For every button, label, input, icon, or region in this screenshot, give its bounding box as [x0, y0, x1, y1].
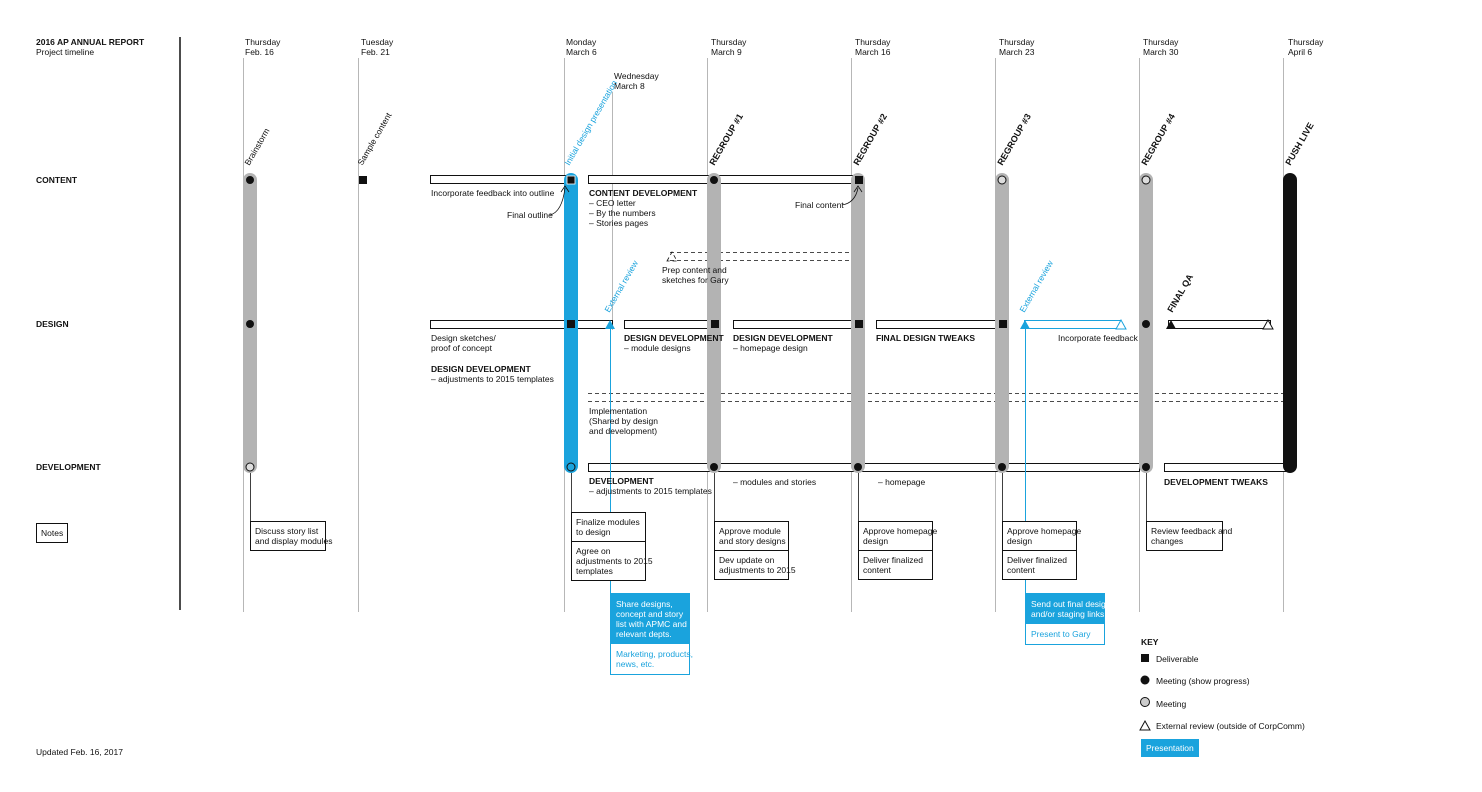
- row-label-content: CONTENT: [36, 175, 78, 185]
- incorporate-feedback-bar: [1024, 320, 1121, 329]
- note-box: Review feedback and changes: [1146, 521, 1232, 551]
- note-box: Discuss story list and display modules: [250, 521, 333, 551]
- report-title: 2016 AP ANNUAL REPORT: [36, 37, 145, 47]
- row-label-development: DEVELOPMENT: [36, 462, 101, 472]
- note-connectors: [250, 473, 1147, 521]
- presentation-box: Share designs, concept and story list wi…: [610, 593, 693, 675]
- key-meeting-progress: Meeting (show progress): [1156, 676, 1250, 686]
- development-tweaks: DEVELOPMENT TWEAKS: [1164, 477, 1268, 487]
- design-development-modules: DESIGN DEVELOPMENT– module designs: [624, 333, 724, 353]
- push-live-bar: [1283, 173, 1297, 473]
- implementation-dashed-bar: [588, 393, 1284, 402]
- content-development-block: CONTENT DEVELOPMENT – CEO letter – By th…: [589, 188, 698, 228]
- prep-content-dashed-bar: [666, 251, 851, 262]
- key-title: KEY: [1141, 637, 1159, 647]
- notes-label-box: Notes: [36, 523, 69, 543]
- incorporate-feedback-label: Incorporate feedback: [1058, 333, 1138, 343]
- key-meeting: Meeting: [1156, 699, 1187, 709]
- development-templates: DEVELOPMENT– adjustments to 2015 templat…: [589, 476, 712, 496]
- development-row-bars: [588, 463, 1289, 472]
- final-outline-label: Final outline: [507, 210, 553, 220]
- content-markers: [246, 175, 1151, 185]
- incorporate-feedback-outline: Incorporate feedback into outline: [431, 188, 555, 198]
- final-design-tweaks: FINAL DESIGN TWEAKS: [876, 333, 976, 343]
- design-development-homepage: DESIGN DEVELOPMENT– homepage design: [733, 333, 833, 353]
- development-markers: [245, 462, 1150, 472]
- row-label-design: DESIGN: [36, 319, 69, 329]
- key-symbols: [1139, 654, 1151, 731]
- key-external-review: External review (outside of CorpComm): [1156, 721, 1305, 731]
- development-homepage: – homepage: [878, 477, 926, 487]
- development-modules-stories: – modules and stories: [733, 477, 817, 487]
- design-sketches-label: Design sketches/proof of concept: [431, 333, 496, 353]
- key-presentation: Presentation: [1141, 739, 1199, 757]
- report-subtitle: Project timeline: [36, 47, 95, 57]
- design-development-templates: DESIGN DEVELOPMENT– adjustments to 2015 …: [431, 364, 554, 384]
- presentation-box: Send out final designs and/or staging li…: [1025, 593, 1115, 645]
- key-deliverable: Deliverable: [1156, 654, 1199, 664]
- updated-date: Updated Feb. 16, 2017: [36, 747, 123, 757]
- final-content-label: Final content: [795, 200, 844, 210]
- design-markers: [246, 318, 1274, 330]
- callout-arrows: [549, 185, 863, 216]
- content-row-bars: [430, 175, 860, 184]
- external-review-lines: [610, 324, 1026, 595]
